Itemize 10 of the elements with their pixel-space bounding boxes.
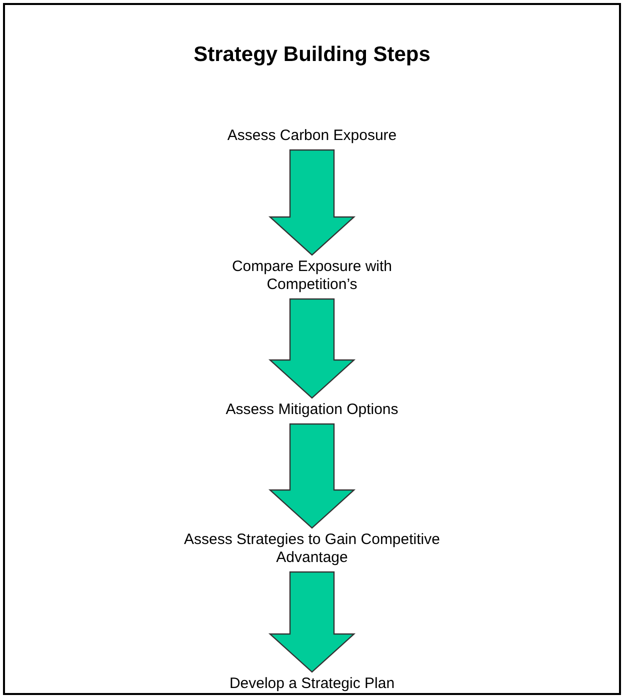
block-arrow (268, 298, 356, 399)
diagram-title: Strategy Building Steps (192, 42, 432, 68)
block-arrow (268, 149, 356, 256)
block-arrow (268, 423, 356, 529)
step-label: Assess Strategies to Gain Competitive Advantage (177, 528, 447, 572)
step-label: Assess Carbon Exposure (202, 124, 422, 150)
step-label: Assess Mitigation Options (192, 398, 432, 424)
block-arrow (268, 571, 356, 673)
step-label: Compare Exposure with Competition’s (202, 255, 422, 299)
step-label: Develop a Strategic Plan (202, 672, 422, 698)
